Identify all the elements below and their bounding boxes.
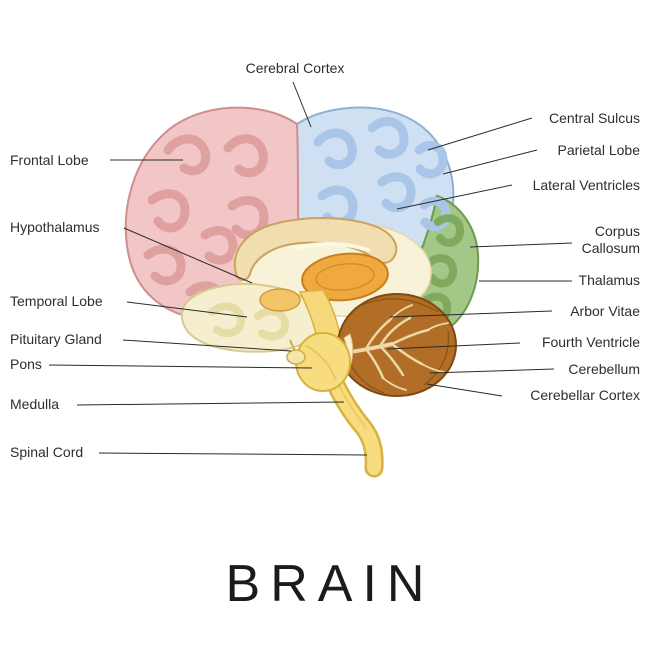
corpus-callosum-shape <box>233 217 398 281</box>
leader-parietal-lobe <box>442 149 538 175</box>
brain-illustration <box>124 106 480 478</box>
label-fourth-ventricle: Fourth Ventricle <box>542 334 640 350</box>
label-cerebellar-cortex: Cerebellar Cortex <box>530 387 640 403</box>
arbor-vitae-tree <box>348 304 449 391</box>
leader-lateral-ventricles <box>396 184 513 210</box>
label-pons: Pons <box>10 356 42 372</box>
label-cerebellum: Cerebellum <box>568 361 640 377</box>
label-medulla: Medulla <box>10 396 59 412</box>
cerebellum-shape <box>337 293 457 397</box>
pituitary-gland-shape <box>286 339 306 365</box>
pons-shape <box>295 332 351 392</box>
label-parietal-lobe: Parietal Lobe <box>557 142 640 158</box>
label-frontal-lobe: Frontal Lobe <box>10 152 89 168</box>
temporal-gyri-texture <box>208 302 289 341</box>
leader-lines <box>48 81 573 456</box>
leader-arbor-vitae <box>389 310 553 318</box>
label-cerebral-cortex: Cerebral Cortex <box>246 60 345 76</box>
leader-fourth-ventricle <box>386 342 521 350</box>
leader-cerebellum <box>429 368 555 374</box>
label-thalamus: Thalamus <box>579 272 640 288</box>
lateral-ventricle-shape <box>294 242 370 252</box>
leader-spinal-cord <box>98 452 368 456</box>
label-hypothalamus: Hypothalamus <box>10 219 100 235</box>
thalamus-shape <box>301 252 389 302</box>
leader-cerebral-cortex <box>292 81 312 128</box>
leader-pituitary-gland <box>122 339 292 352</box>
leader-corpus-callosum <box>469 242 573 248</box>
leader-central-sulcus <box>427 117 533 151</box>
label-arbor-vitae: Arbor Vitae <box>570 303 640 319</box>
label-corpus-callosum-line2: Callosum <box>582 240 640 256</box>
hypothalamus-shape <box>259 288 301 312</box>
label-spinal-cord: Spinal Cord <box>10 444 83 460</box>
label-central-sulcus: Central Sulcus <box>549 110 640 126</box>
leader-hypothalamus <box>123 227 253 284</box>
leader-pons <box>48 364 313 369</box>
labels: Cerebral Cortex Frontal Lobe Hypothalamu… <box>10 60 640 460</box>
label-pituitary-gland: Pituitary Gland <box>10 331 102 347</box>
leader-cerebellar-cortex <box>426 383 503 397</box>
label-corpus-callosum-line1: Corpus <box>595 223 640 239</box>
diagram-title: BRAIN <box>226 555 435 613</box>
leader-temporal-lobe <box>126 301 248 318</box>
leader-medulla <box>76 401 345 406</box>
label-temporal-lobe: Temporal Lobe <box>10 293 103 309</box>
label-lateral-ventricles: Lateral Ventricles <box>533 177 640 193</box>
